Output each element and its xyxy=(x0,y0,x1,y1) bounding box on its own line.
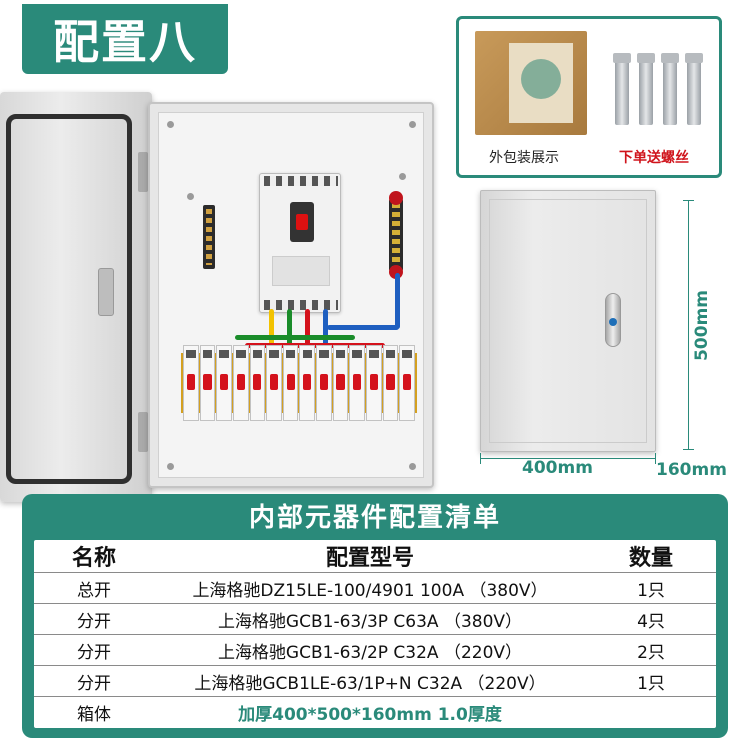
branch-breaker xyxy=(382,345,399,421)
terminals xyxy=(264,176,338,186)
wire-yellow xyxy=(269,309,274,359)
mount-hole xyxy=(167,463,174,470)
bolt-icon xyxy=(661,53,679,125)
column-header-name: 名称 xyxy=(71,546,116,572)
hinge-icon xyxy=(138,152,148,192)
open-cabinet-image xyxy=(0,86,450,506)
main-breaker xyxy=(259,173,341,313)
test-button-icon xyxy=(296,214,308,230)
bolt-icon xyxy=(685,53,703,125)
branch-breakers xyxy=(183,345,415,421)
cell-model: 上海格驰GCB1-63/3P C63A （380V） xyxy=(154,603,586,635)
branch-breaker xyxy=(366,345,382,421)
branch-breaker xyxy=(199,345,216,421)
closed-cabinet-image xyxy=(480,190,656,452)
cell-name: 分开 xyxy=(34,665,154,697)
column-header-model: 配置型号 xyxy=(325,546,414,572)
cell-model: 上海格驰GCB1LE-63/1P+N C32A （220V） xyxy=(154,665,586,697)
bolt-icon xyxy=(637,53,655,125)
branch-breaker xyxy=(332,345,349,421)
height-dimension-line xyxy=(683,200,694,450)
branch-breaker xyxy=(232,345,249,421)
cabinet-door xyxy=(0,92,152,502)
breaker-label-plate xyxy=(272,256,330,286)
mount-hole xyxy=(187,193,194,200)
cell-name: 箱体 xyxy=(34,696,154,728)
cell-name: 总开 xyxy=(34,572,154,604)
cell-model: 加厚400*500*160mm 1.0厚度 xyxy=(154,696,586,728)
bolt-icon xyxy=(613,53,631,125)
ground-busbar xyxy=(389,199,403,271)
mount-hole xyxy=(167,121,174,128)
branch-breaker xyxy=(299,345,316,421)
branch-breaker xyxy=(249,345,266,421)
wire-blue xyxy=(323,309,328,359)
cabinet-body xyxy=(148,102,434,488)
branch-breaker xyxy=(183,345,199,421)
terminals xyxy=(264,300,338,310)
cell-name: 分开 xyxy=(34,634,154,666)
insulator-icon xyxy=(389,191,403,205)
page-title: 配置八 xyxy=(22,4,228,74)
branch-breaker xyxy=(399,345,415,421)
cell-model: 上海格驰DZ15LE-100/4901 100A （380V） xyxy=(154,572,586,604)
cell-qty: 1只 xyxy=(586,572,716,604)
package-caption: 外包装展示 xyxy=(489,150,559,166)
cell-name: 分开 xyxy=(34,603,154,635)
table-row: 分开 上海格驰GCB1-63/3P C63A （380V） 4只 xyxy=(34,603,716,635)
door-outline xyxy=(489,199,647,443)
branch-breaker xyxy=(282,345,299,421)
branch-breaker xyxy=(349,345,366,421)
cell-qty: 1只 xyxy=(586,665,716,697)
cell-qty: 4只 xyxy=(586,603,716,635)
mount-hole xyxy=(399,173,406,180)
cell-qty: 2只 xyxy=(586,634,716,666)
table-header-row: 名称 配置型号 数量 xyxy=(34,540,716,573)
height-dimension: 500mm xyxy=(692,290,712,361)
table-row: 分开 上海格驰GCB1LE-63/1P+N C32A （220V） 1只 xyxy=(34,665,716,697)
mount-hole xyxy=(409,121,416,128)
cell-model: 上海格驰GCB1-63/2P C32A （220V） xyxy=(154,634,586,666)
bolts-caption: 下单送螺丝 xyxy=(619,150,689,166)
mounting-plate xyxy=(158,112,424,478)
wire-blue xyxy=(327,325,399,330)
column-header-qty: 数量 xyxy=(628,546,673,572)
wire-blue xyxy=(395,273,400,329)
config-list-heading: 内部元器件配置清单 xyxy=(248,503,501,533)
wire-red xyxy=(305,309,310,359)
mount-hole xyxy=(409,463,416,470)
branch-breaker xyxy=(316,345,332,421)
table-row: 分开 上海格驰GCB1-63/2P C32A （220V） 2只 xyxy=(34,634,716,666)
wire-green xyxy=(287,309,292,359)
carton-image xyxy=(475,31,587,135)
table-row: 总开 上海格驰DZ15LE-100/4901 100A （380V） 1只 xyxy=(34,572,716,604)
width-dimension: 400mm xyxy=(522,458,593,478)
wire-green xyxy=(235,335,355,340)
neutral-busbar xyxy=(203,205,215,269)
door-handle xyxy=(98,268,114,316)
table-row: 箱体 加厚400*500*160mm 1.0厚度 xyxy=(34,696,716,728)
door-seal xyxy=(6,114,132,484)
config-list-panel: 内部元器件配置清单 名称 配置型号 数量 总开 上海格驰DZ15LE-100/4… xyxy=(22,494,728,738)
depth-dimension: 160mm xyxy=(656,460,727,480)
cell-qty xyxy=(586,696,716,728)
branch-breaker xyxy=(216,345,232,421)
package-panel: 外包装展示 下单送螺丝 xyxy=(456,16,722,178)
lock-icon xyxy=(605,293,621,347)
config-table: 名称 配置型号 数量 总开 上海格驰DZ15LE-100/4901 100A （… xyxy=(34,540,716,728)
branch-breaker xyxy=(266,345,282,421)
width-dimension-line xyxy=(480,453,656,464)
hinge-icon xyxy=(138,412,148,452)
